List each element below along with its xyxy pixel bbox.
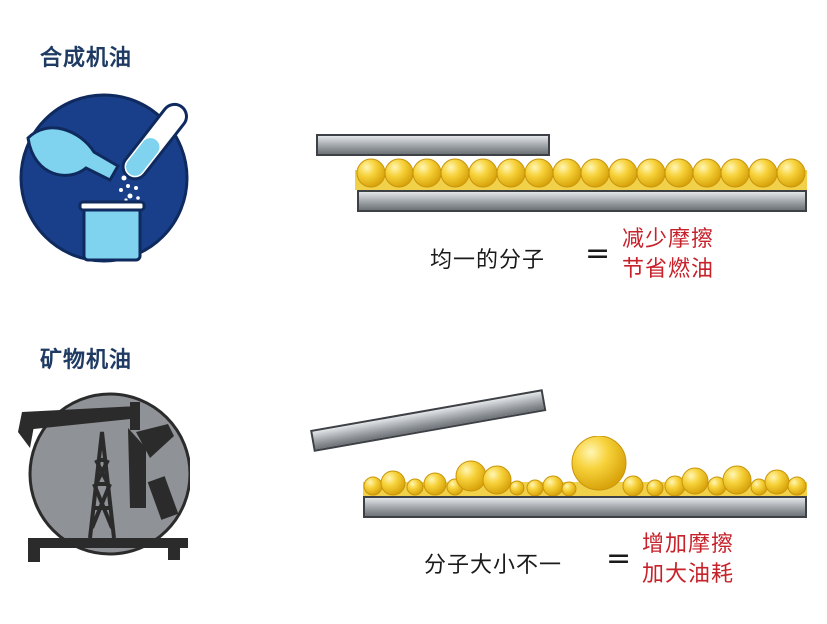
lab-flask-beaker-icon: [19, 93, 189, 263]
upper-metal-plate-synthetic: [316, 134, 550, 156]
uniform-oil-molecules: [355, 158, 807, 190]
mineral-equals-sign: =: [606, 541, 632, 576]
mineral-equation-left: 分子大小不一: [424, 553, 563, 578]
synthetic-equation-left: 均一的分子: [430, 248, 546, 273]
mineral-equation-right: 增加摩擦 加大油耗: [642, 530, 734, 590]
mineral-oil-title: 矿物机油: [40, 348, 133, 373]
synthetic-result-line-1: 减少摩擦: [622, 227, 715, 252]
oil-pumpjack-derrick-icon: [18, 392, 190, 562]
uneven-oil-molecules: [363, 436, 807, 496]
mineral-result-line-2: 加大油耗: [642, 562, 735, 587]
mineral-result-line-1: 增加摩擦: [642, 532, 735, 557]
lower-metal-plate-synthetic: [357, 190, 807, 212]
synthetic-result-line-2: 节省燃油: [622, 257, 715, 282]
lower-metal-plate-mineral: [363, 496, 807, 518]
synthetic-equals-sign: =: [585, 236, 611, 271]
synthetic-equation-right: 减少摩擦 节省燃油: [622, 225, 714, 285]
synthetic-oil-title: 合成机油: [40, 46, 133, 71]
